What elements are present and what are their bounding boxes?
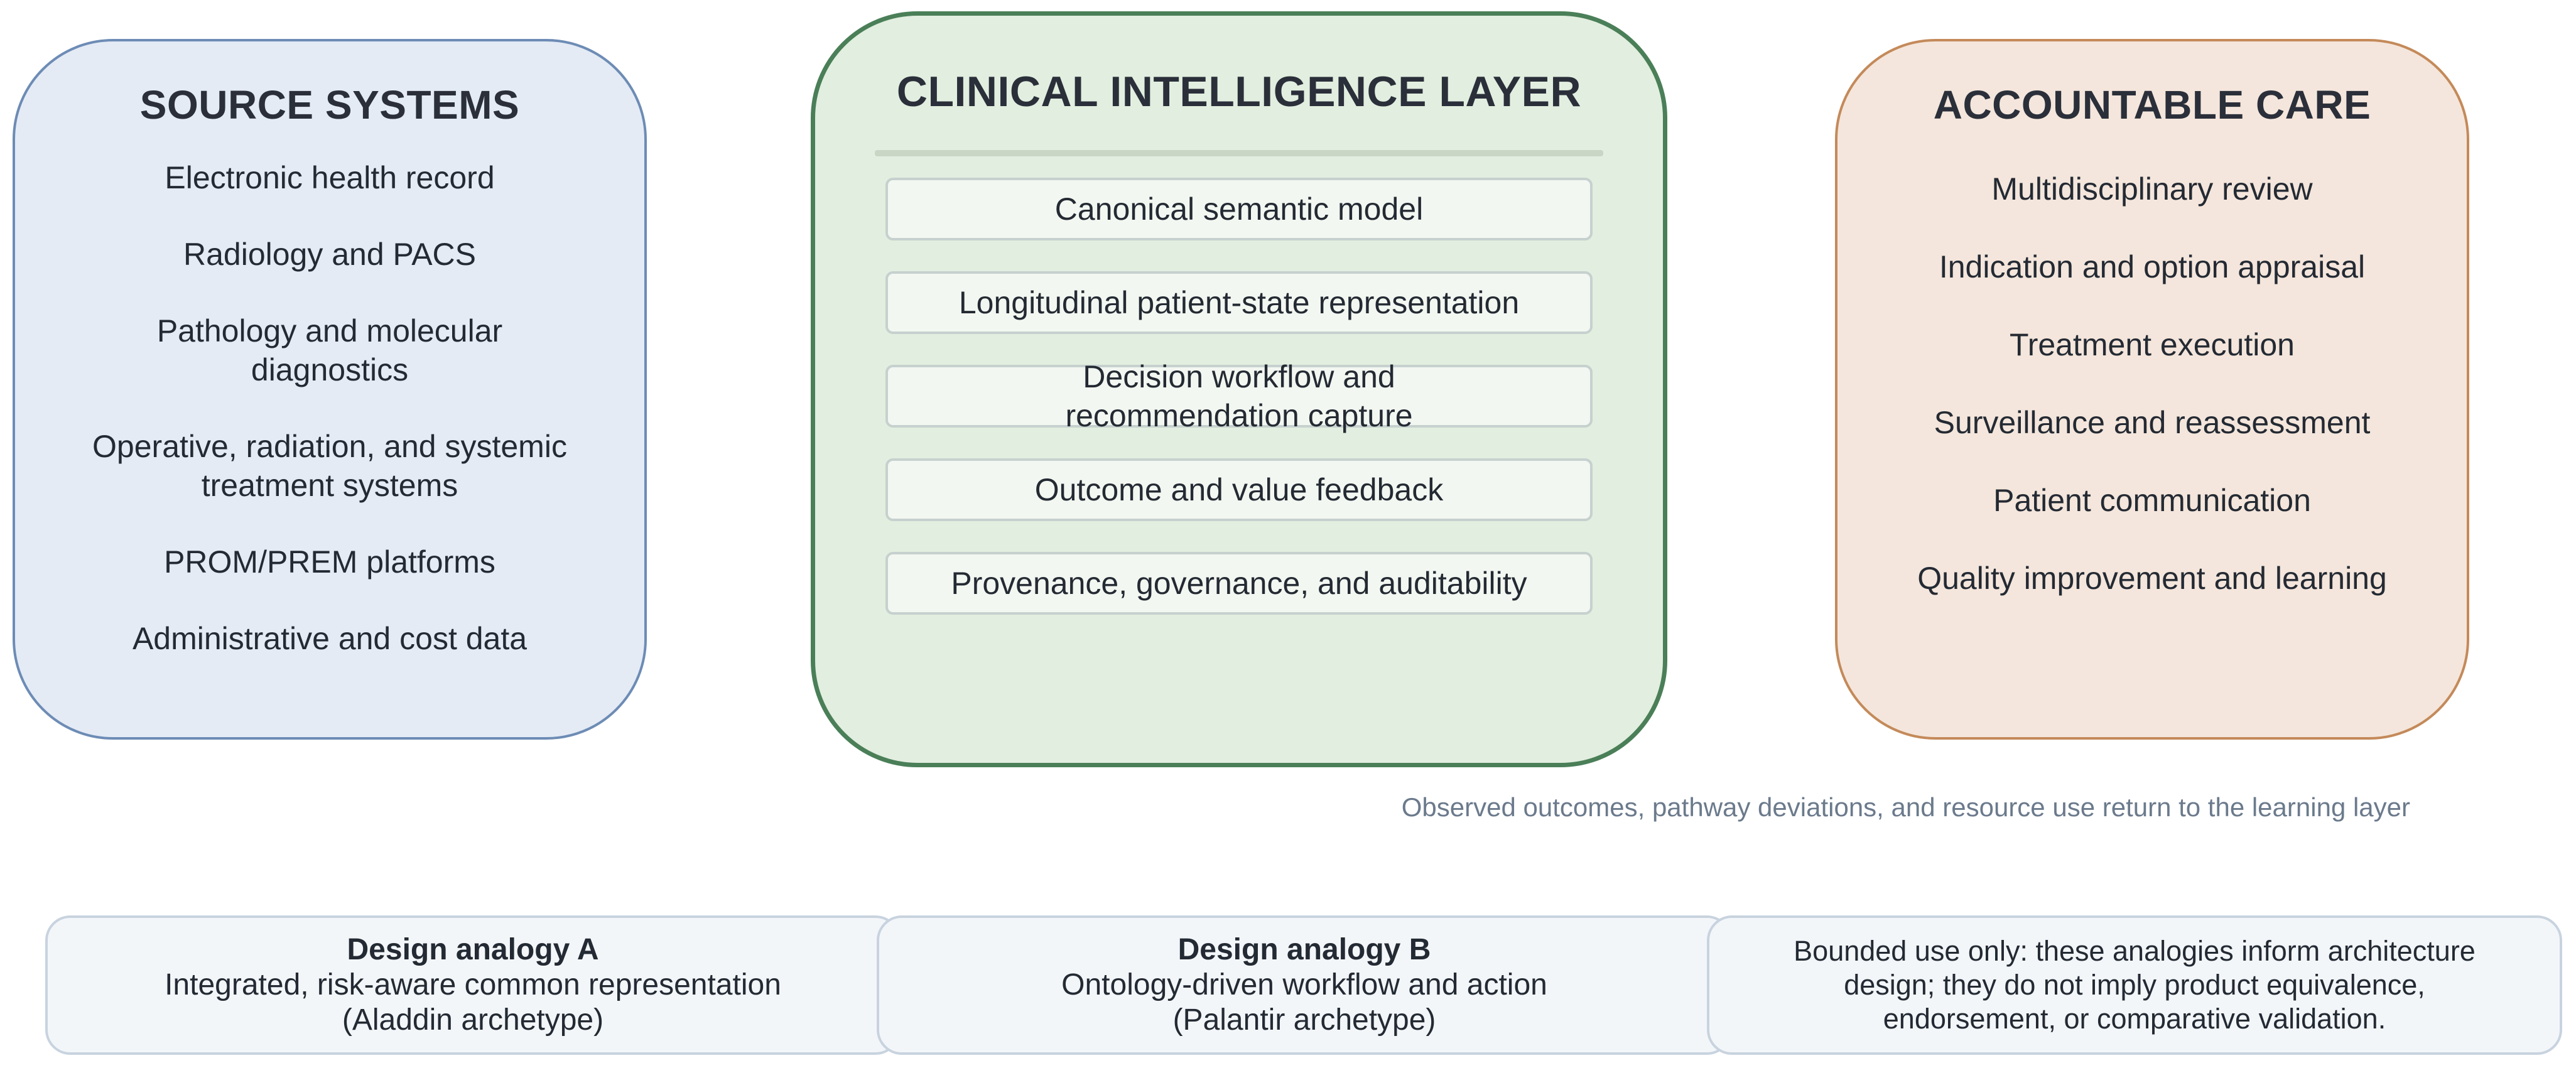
intel-item-outcome-feedback: Outcome and value feedback (885, 458, 1593, 521)
analogy-b-description: Ontology-driven workflow and action (1061, 968, 1547, 1001)
source-systems-list: Electronic health record Radiology and P… (15, 158, 644, 658)
analogy-a-description: Integrated, risk-aware common representa… (165, 968, 781, 1001)
clinical-intelligence-title: CLINICAL INTELLIGENCE LAYER (896, 68, 1582, 116)
title-divider (875, 150, 1603, 156)
accountable-care-panel: ACCOUNTABLE CARE Multidisciplinary revie… (1835, 39, 2469, 740)
bounded-use-note-card: Bounded use only: these analogies inform… (1707, 915, 2562, 1055)
design-analogy-a-card: Design analogy A Integrated, risk-aware … (45, 915, 901, 1055)
source-item-treatment-systems: Operative, radiation, and systemic treat… (92, 429, 567, 503)
design-analogy-b-card: Design analogy B Ontology-driven workflo… (877, 915, 1732, 1055)
intel-item-decision-workflow: Decision workflow and recommendation cap… (885, 359, 1593, 433)
care-item-quality-improvement: Quality improvement and learning (1917, 561, 2387, 596)
clinical-intelligence-panel: CLINICAL INTELLIGENCE LAYER Canonical se… (811, 11, 1667, 767)
source-systems-title: SOURCE SYSTEMS (139, 82, 520, 127)
care-item-patient-communication: Patient communication (1993, 483, 2311, 518)
source-item-admin-cost: Administrative and cost data (132, 621, 528, 656)
accountable-care-title: ACCOUNTABLE CARE (1933, 82, 2371, 127)
source-item-pathology: Pathology and molecular diagnostics (156, 313, 503, 387)
care-item-mdt-review: Multidisciplinary review (1991, 171, 2313, 207)
analogy-a-title: Design analogy A (347, 933, 599, 966)
source-item-prom-prem: PROM/PREM platforms (164, 544, 495, 580)
care-item-treatment-execution: Treatment execution (2010, 327, 2295, 362)
source-item-radiology: Radiology and PACS (183, 237, 476, 272)
intel-item-provenance: Provenance, governance, and auditability (885, 552, 1593, 615)
analogy-b-title: Design analogy B (1177, 933, 1431, 966)
feedback-note: Observed outcomes, pathway deviations, a… (1401, 792, 2410, 822)
analogy-b-archetype: (Palantir archetype) (1172, 1003, 1436, 1037)
care-item-option-appraisal: Indication and option appraisal (1939, 249, 2366, 284)
analogy-a-archetype: (Aladdin archetype) (342, 1003, 604, 1037)
bounded-use-note: Bounded use only: these analogies inform… (1794, 935, 2476, 1035)
source-item-ehr: Electronic health record (165, 160, 495, 195)
source-systems-panel: SOURCE SYSTEMS Electronic health record … (13, 39, 647, 740)
intel-item-semantic-model: Canonical semantic model (885, 178, 1593, 240)
clinical-intelligence-list: Canonical semantic model Longitudinal pa… (815, 178, 1663, 615)
accountable-care-list: Multidisciplinary review Indication and … (1837, 170, 2467, 598)
care-item-surveillance: Surveillance and reassessment (1934, 405, 2371, 440)
intel-item-patient-state: Longitudinal patient-state representatio… (885, 271, 1593, 334)
